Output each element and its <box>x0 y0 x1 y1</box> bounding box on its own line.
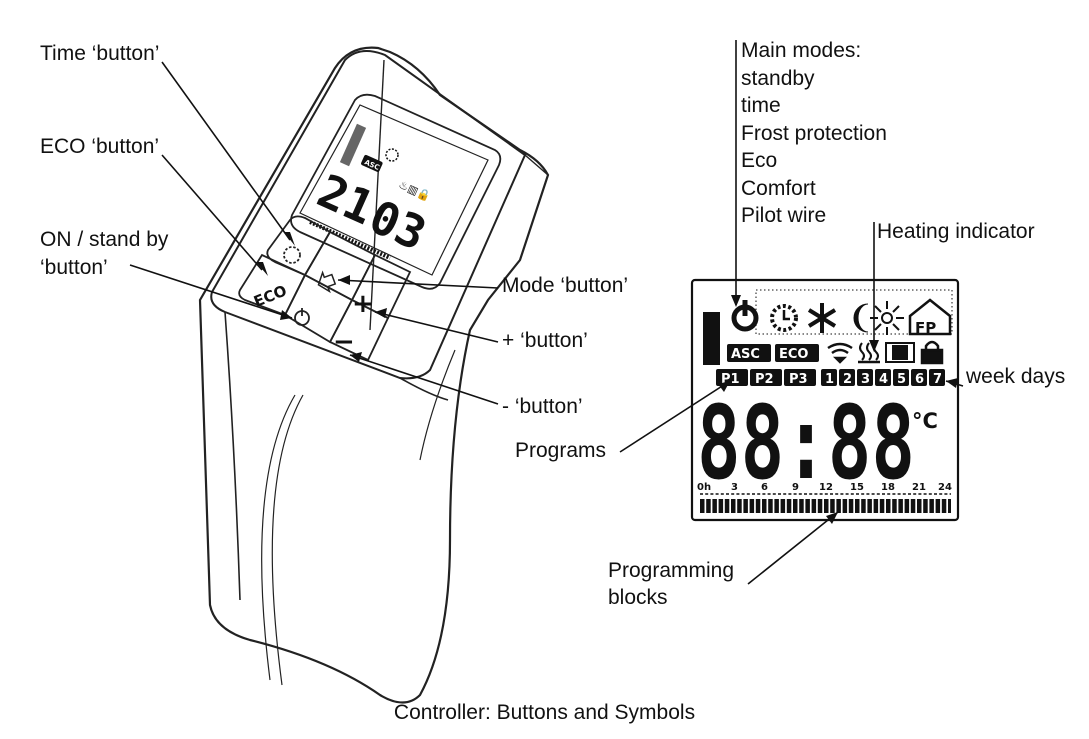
lcd-day-3: 3 <box>861 372 870 387</box>
device-minus-key-label: − <box>333 327 355 357</box>
time-icon <box>770 304 798 332</box>
lcd-panel: FP ASC ECO P1 P2 <box>690 278 960 522</box>
hour-tick-0: 0h <box>697 482 711 493</box>
leader-programming-blocks <box>747 511 839 585</box>
lcd-program-p3: P3 <box>789 372 808 387</box>
comfort-moon-icon <box>853 303 869 333</box>
lcd-asc-badge <box>727 344 771 362</box>
lcd-eco-badge <box>775 344 819 362</box>
mode-button-label: Mode ‘button’ <box>502 274 629 297</box>
minus-button-label: - ‘button’ <box>502 395 583 418</box>
leader-plus <box>374 311 499 343</box>
hour-tick-9: 9 <box>792 482 799 493</box>
mode-pilot-wire: Pilot wire <box>741 204 827 227</box>
main-modes-list: Main modes: standby time Frost protectio… <box>741 37 887 230</box>
controller-device <box>198 46 550 704</box>
lcd-day-1: 1 <box>825 372 834 387</box>
hour-tick-15: 15 <box>850 482 864 493</box>
lcd-program-p2: P2 <box>755 372 774 387</box>
lcd-programs-row: P1 P2 P3 <box>716 369 816 387</box>
arrow-heads <box>256 232 958 524</box>
mode-comfort: Comfort <box>741 176 816 200</box>
device-mode-icon <box>317 270 337 294</box>
lcd-mode-icons <box>731 298 952 336</box>
mode-standby: standby <box>741 66 815 90</box>
hour-tick-24: 24 <box>938 482 952 493</box>
lock-icon <box>920 340 944 365</box>
programming-blocks-label-line1: Programming <box>608 559 735 582</box>
mode-frost-protection: Frost protection <box>741 121 887 145</box>
arrow-time <box>284 232 295 246</box>
sun-icon <box>870 301 904 335</box>
lcd-hour-ticks: 0h 3 6 9 12 15 18 21 24 <box>697 482 952 493</box>
device-plus-key-label: + <box>352 289 374 319</box>
lcd-program-box-3 <box>784 369 816 386</box>
lcd-day-5: 5 <box>897 372 906 387</box>
lcd-frame <box>690 278 960 522</box>
lcd-day-7: 7 <box>933 372 942 387</box>
leader-eco <box>161 154 263 271</box>
device-time-icon <box>283 246 301 264</box>
lcd-program-box-2 <box>750 369 782 386</box>
on-standby-label-line1: ON / stand by <box>40 228 169 251</box>
leader-mode <box>337 279 499 289</box>
lcd-eco-text: ECO <box>779 347 808 362</box>
lcd-unit: °C <box>912 409 938 433</box>
mode-eco: Eco <box>741 149 778 172</box>
lcd-asc-text: ASC <box>731 347 760 362</box>
hour-tick-6: 6 <box>761 482 768 493</box>
lcd-day-2: 2 <box>843 372 852 387</box>
lcd-fp-label: FP <box>915 319 936 337</box>
lcd-days-row: 1 2 3 4 5 6 7 <box>821 369 945 387</box>
pilot-wire-house-icon <box>908 298 952 336</box>
leader-minus <box>349 354 499 405</box>
lcd-program-box-1 <box>716 369 748 386</box>
leader-programs <box>619 380 731 453</box>
hour-tick-12: 12 <box>819 482 833 493</box>
eco-button-label: ECO ‘button’ <box>40 135 160 158</box>
open-window-icon <box>885 342 915 363</box>
device-screen-clock-icon <box>385 148 399 162</box>
time-button-label: Time ‘button’ <box>40 42 160 65</box>
week-days-label: week days <box>966 365 1066 388</box>
heating-indicator-icon <box>858 342 880 364</box>
device-screen-content: ASC 21 03 ♨▥🔒 <box>309 123 434 261</box>
programming-blocks-label-line2: blocks <box>608 586 668 609</box>
hour-tick-18: 18 <box>881 482 895 493</box>
frost-icon <box>807 303 837 333</box>
heating-indicator-label: Heating indicator <box>877 220 1035 243</box>
mode-time: time <box>741 94 781 117</box>
programs-label: Programs <box>515 439 607 462</box>
leader-lines <box>129 40 964 585</box>
lcd-day-6: 6 <box>915 372 924 387</box>
leader-power <box>129 264 293 319</box>
plus-button-label: + ‘button’ <box>502 329 588 352</box>
wifi-icon <box>827 342 853 364</box>
lcd-level-bar <box>703 312 720 365</box>
main-modes-heading: Main modes: <box>741 39 862 62</box>
leader-time <box>161 61 291 241</box>
lcd-day-4: 4 <box>879 372 888 387</box>
lcd-big-digits: 88:88 <box>697 384 915 503</box>
on-standby-label-line2: ‘button’ <box>40 256 108 279</box>
hour-tick-3: 3 <box>731 482 738 493</box>
device-screen-asc-badge <box>361 155 383 172</box>
figure-caption: Controller: Buttons and Symbols <box>393 701 696 724</box>
hour-tick-21: 21 <box>912 482 926 493</box>
